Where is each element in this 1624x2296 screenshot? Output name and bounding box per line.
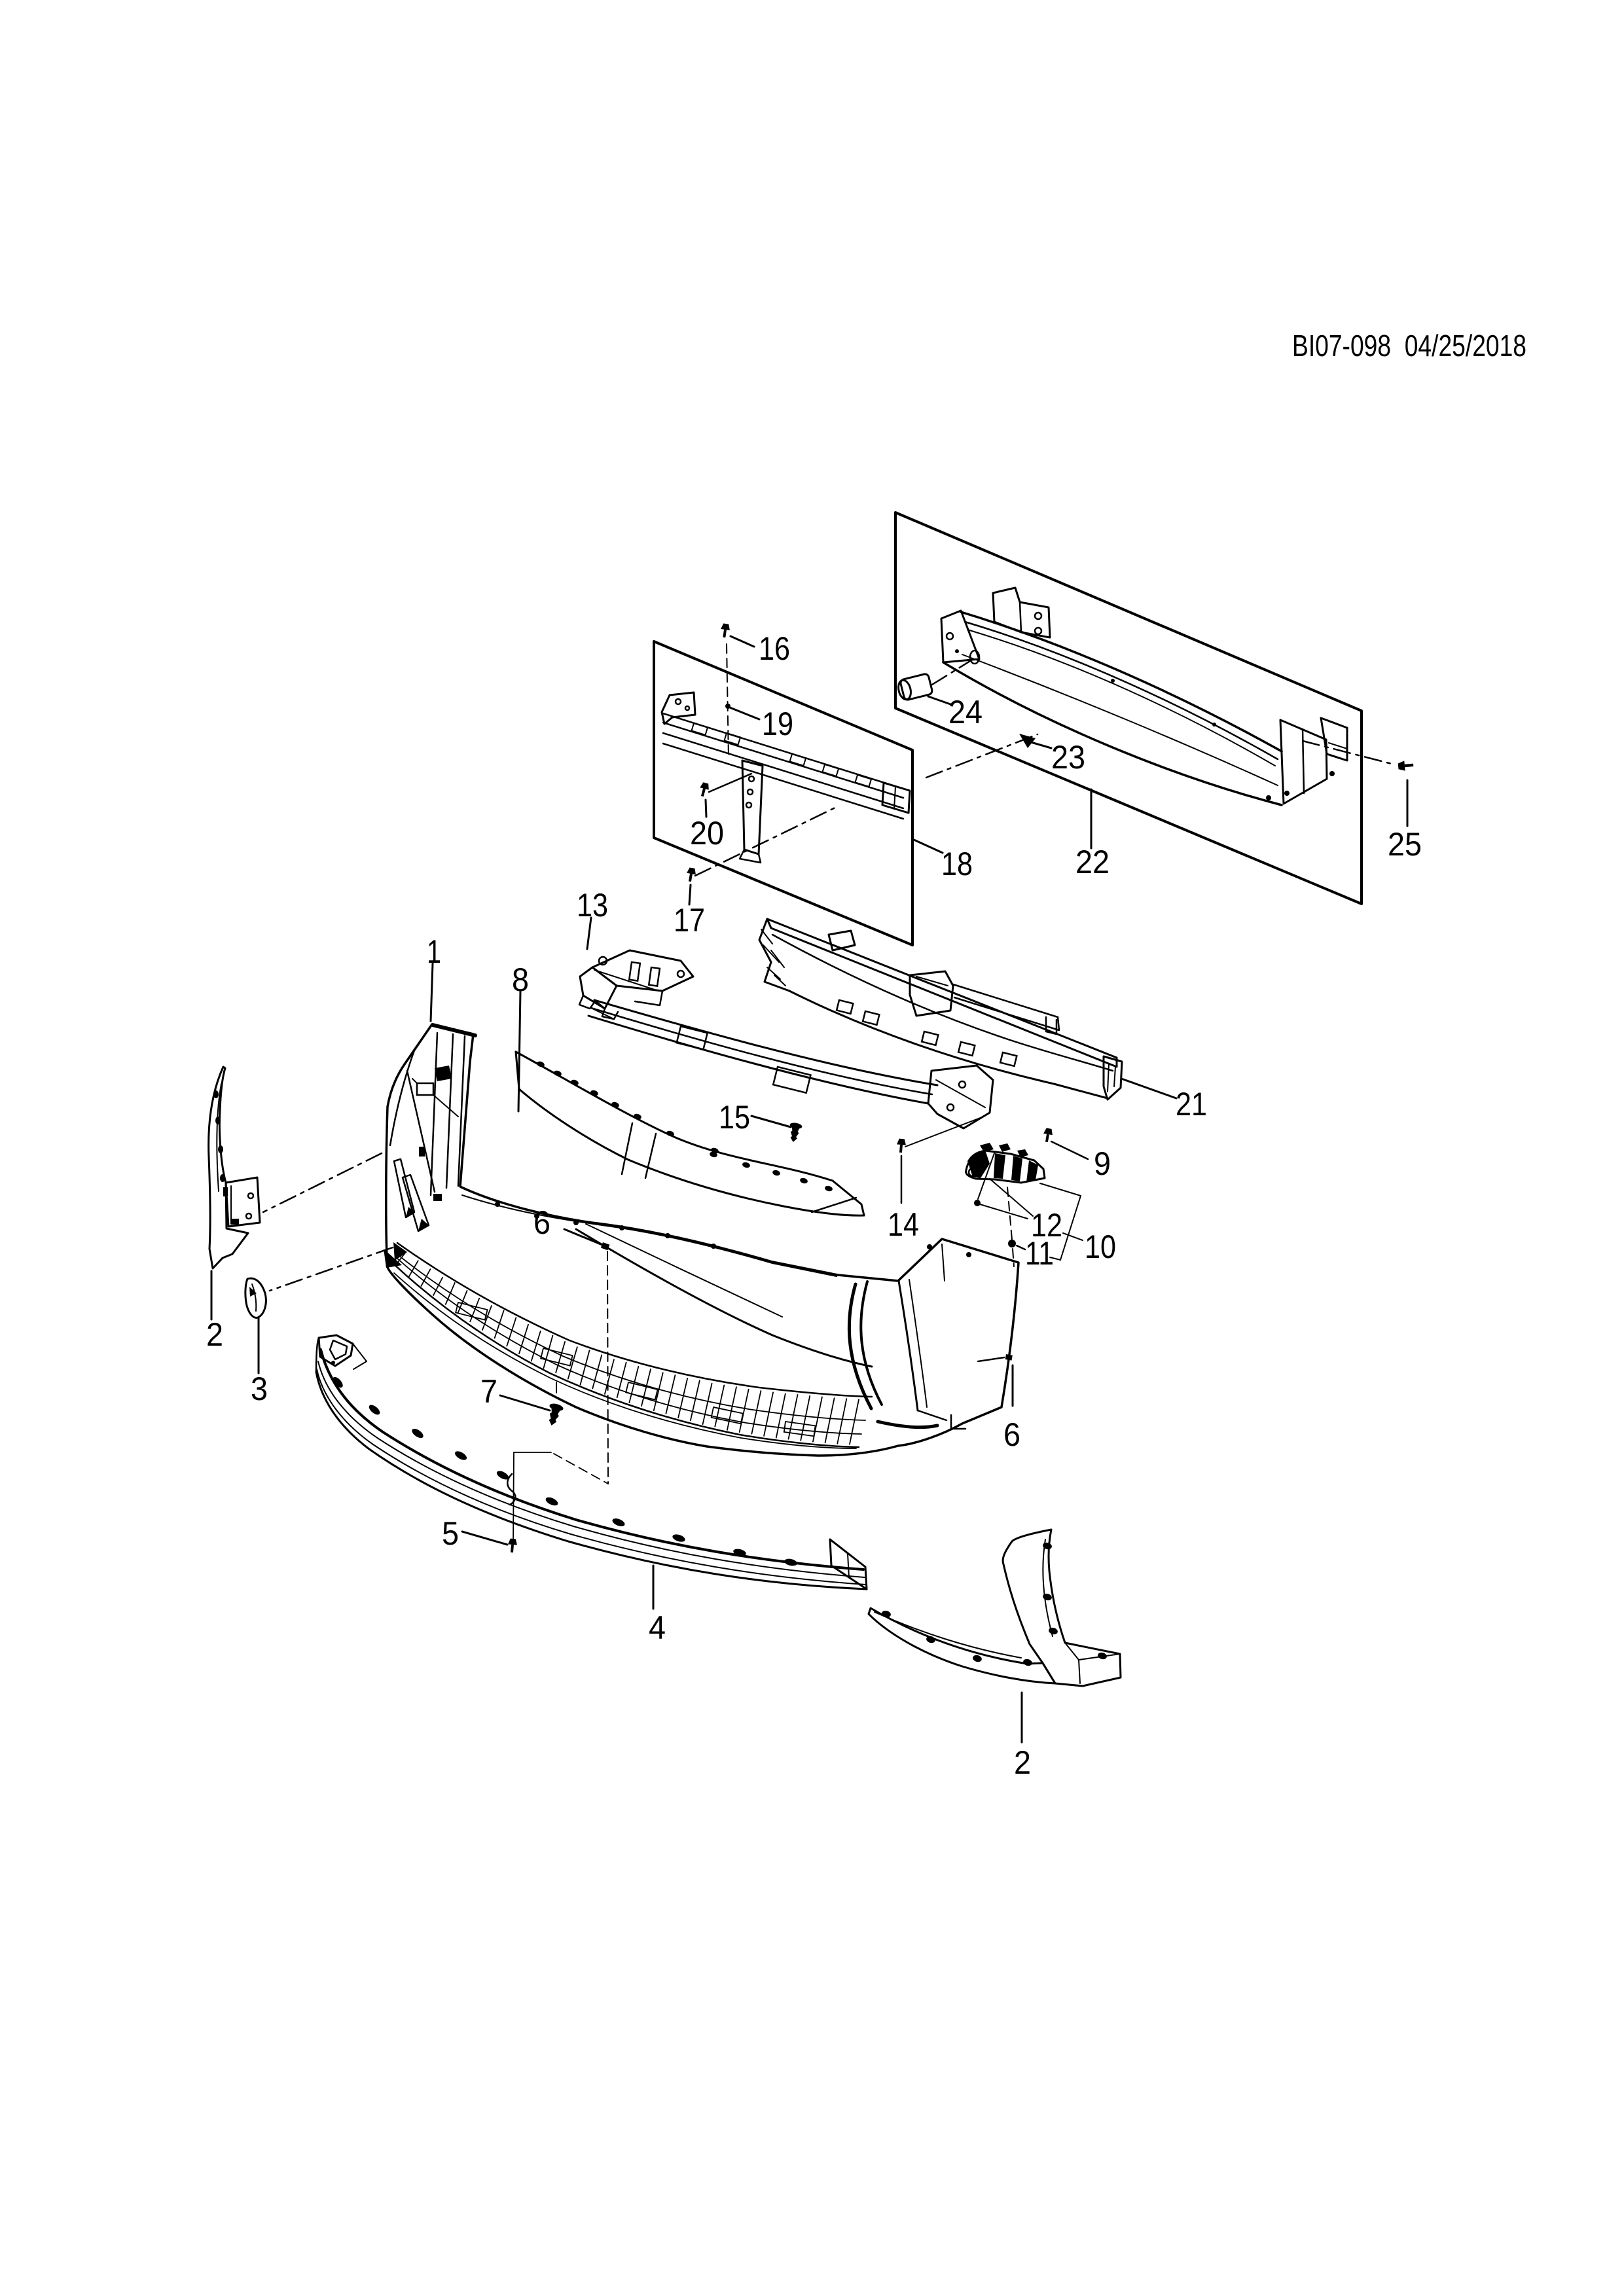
svg-text:15: 15 <box>719 1099 750 1136</box>
svg-text:12: 12 <box>1031 1207 1062 1244</box>
svg-text:8: 8 <box>512 961 529 998</box>
svg-text:6: 6 <box>533 1204 550 1241</box>
svg-text:24: 24 <box>948 694 983 730</box>
svg-text:5: 5 <box>442 1515 459 1552</box>
svg-text:11: 11 <box>1025 1235 1054 1272</box>
svg-text:3: 3 <box>251 1371 268 1407</box>
svg-text:20: 20 <box>690 815 724 852</box>
svg-text:18: 18 <box>941 846 973 882</box>
svg-text:21: 21 <box>1176 1086 1207 1122</box>
svg-text:10: 10 <box>1085 1229 1116 1265</box>
svg-text:4: 4 <box>649 1609 666 1646</box>
svg-text:14: 14 <box>888 1206 919 1243</box>
svg-text:9: 9 <box>1094 1145 1111 1182</box>
svg-text:2: 2 <box>206 1316 223 1353</box>
svg-text:7: 7 <box>480 1373 497 1410</box>
svg-text:6: 6 <box>1003 1416 1020 1453</box>
svg-text:17: 17 <box>674 902 705 939</box>
svg-text:1: 1 <box>427 933 441 970</box>
svg-text:2: 2 <box>1014 1744 1031 1781</box>
svg-text:25: 25 <box>1388 826 1422 863</box>
svg-text:23: 23 <box>1051 739 1085 776</box>
svg-text:22: 22 <box>1075 844 1110 880</box>
svg-text:19: 19 <box>762 706 793 742</box>
svg-text:BI07-098 04/25/2018: BI07-098 04/25/2018 <box>1292 329 1526 363</box>
svg-text:16: 16 <box>759 630 790 667</box>
svg-text:13: 13 <box>577 887 608 924</box>
